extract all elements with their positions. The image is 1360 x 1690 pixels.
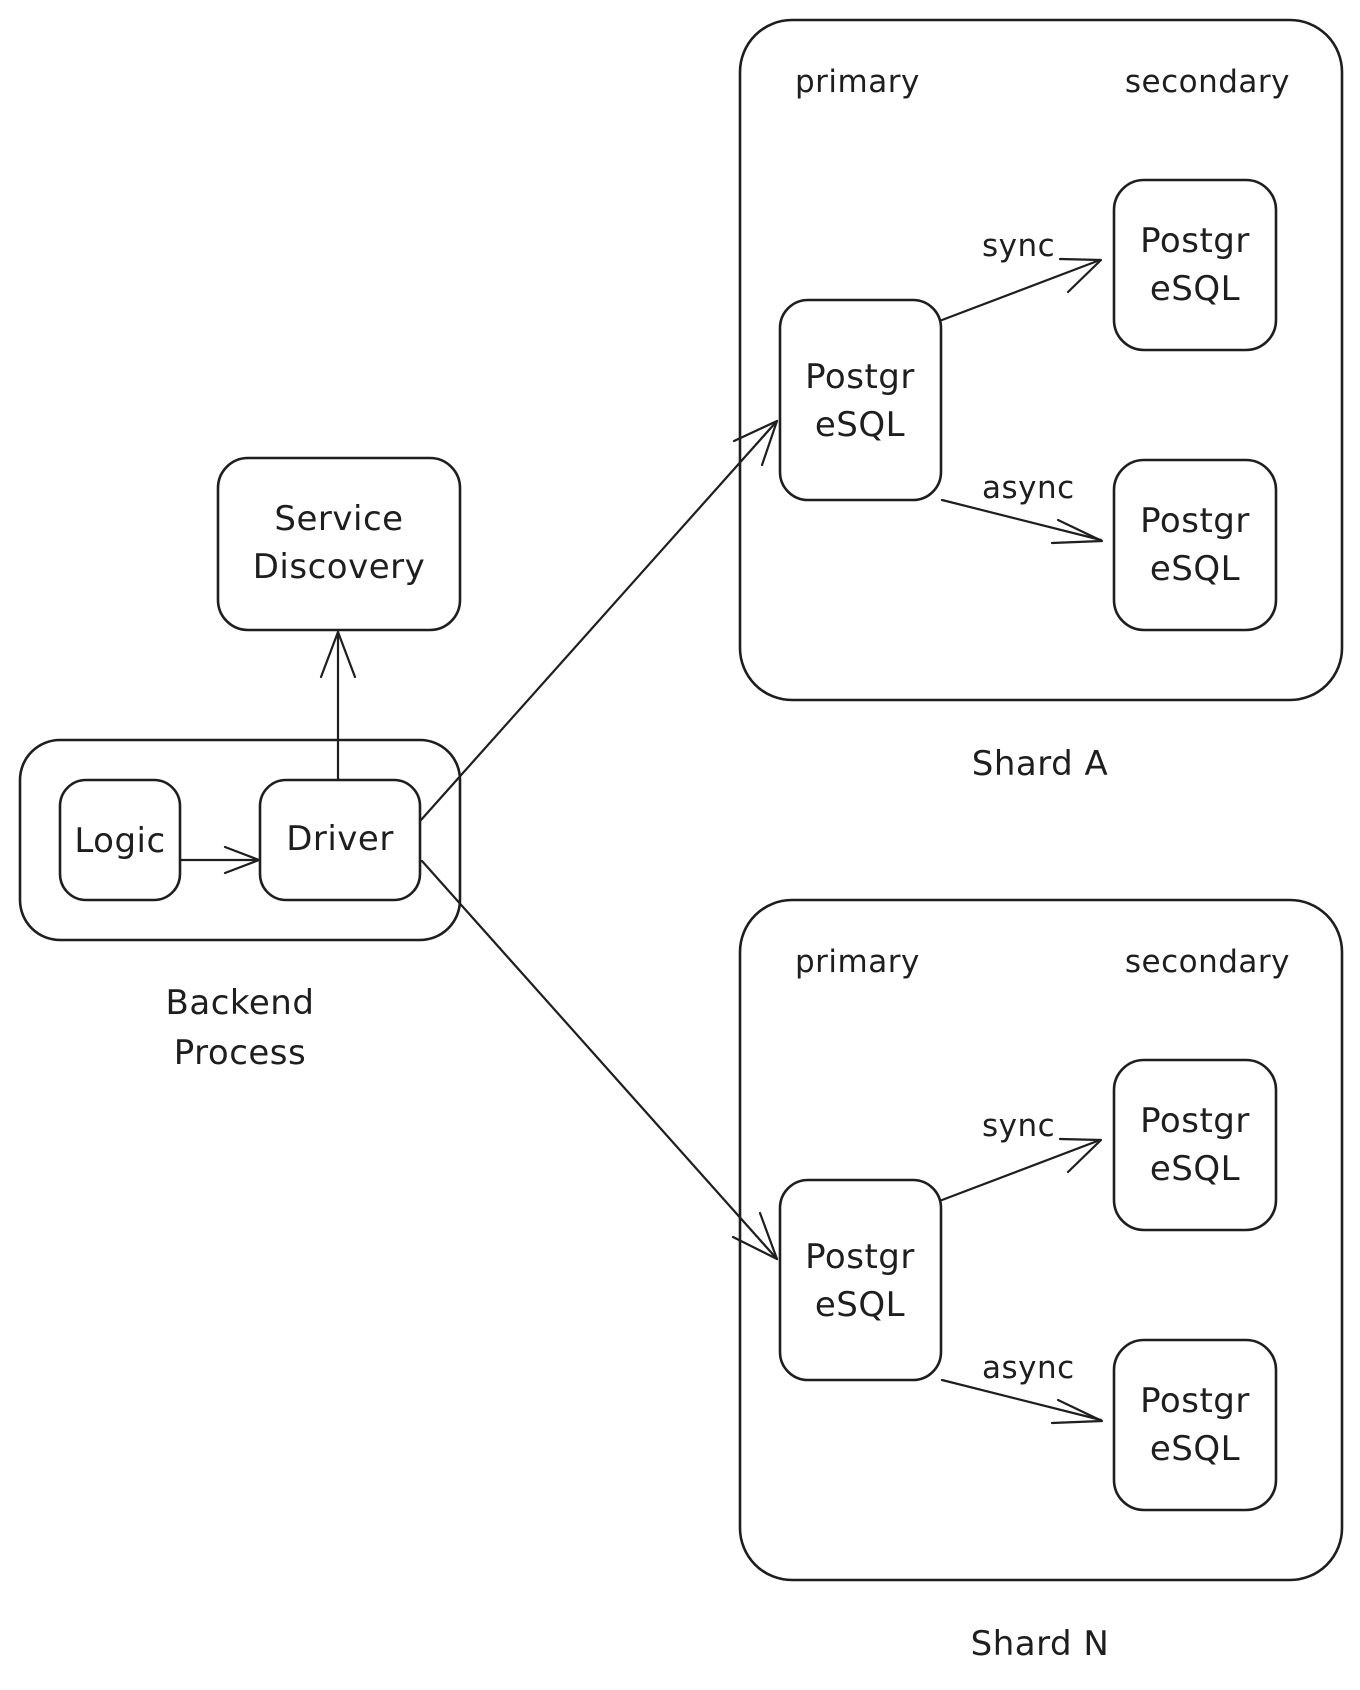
shard-container[interactable] xyxy=(738,898,1344,1582)
arrow-sync-replication: sync xyxy=(940,1108,1103,1202)
replica-db-node-async[interactable]: Postgr eSQL xyxy=(1112,1338,1278,1512)
driver-node[interactable]: Driver xyxy=(258,778,422,902)
replica-db-label-line2: eSQL xyxy=(1150,269,1240,309)
replica-db-label-line2: eSQL xyxy=(1150,1429,1240,1469)
service-discovery-node[interactable]: Service Discovery xyxy=(216,456,462,632)
replica-db-label-line2: eSQL xyxy=(1150,1149,1240,1189)
backend-process-container[interactable] xyxy=(18,738,462,942)
replica-db-label-line1: Postgr xyxy=(1140,501,1250,541)
arrow-driver-to-shard-n xyxy=(420,859,779,1261)
driver-box[interactable] xyxy=(258,778,422,902)
primary-db-label-line2: eSQL xyxy=(815,405,905,445)
primary-db-label-line1: Postgr xyxy=(805,1237,915,1277)
primary-db-box[interactable] xyxy=(778,298,943,502)
replica-db-box[interactable] xyxy=(1112,1338,1278,1512)
arrow-async-replication: async xyxy=(940,470,1104,545)
replica-db-node-sync[interactable]: Postgr eSQL xyxy=(1112,1058,1278,1232)
service-discovery-label-line2: Discovery xyxy=(253,547,425,587)
sync-label: sync xyxy=(982,228,1055,264)
arrow-driver-to-service-discovery xyxy=(319,630,357,781)
replica-db-label-line1: Postgr xyxy=(1140,1381,1250,1421)
primary-db-label-line2: eSQL xyxy=(815,1285,905,1325)
primary-heading: primary xyxy=(795,944,920,980)
replica-db-node-async[interactable]: Postgr eSQL xyxy=(1112,458,1278,632)
replica-db-label-line2: eSQL xyxy=(1150,549,1240,589)
logic-node[interactable]: Logic xyxy=(58,778,182,902)
logic-box[interactable] xyxy=(58,778,182,902)
sync-label: sync xyxy=(982,1108,1055,1144)
replica-db-box[interactable] xyxy=(1112,178,1278,352)
replica-db-box[interactable] xyxy=(1112,1058,1278,1232)
primary-db-node[interactable]: Postgr eSQL xyxy=(778,298,943,502)
replica-db-box[interactable] xyxy=(1112,458,1278,632)
primary-db-box[interactable] xyxy=(778,1178,943,1382)
primary-db-node[interactable]: Postgr eSQL xyxy=(778,1178,943,1382)
arrow-driver-to-shard-a xyxy=(419,419,779,822)
primary-heading: primary xyxy=(795,64,920,100)
arrow-sync-replication: sync xyxy=(940,228,1103,322)
async-label: async xyxy=(982,470,1075,506)
replica-db-label-line1: Postgr xyxy=(1140,1101,1250,1141)
backend-caption-line2: Process xyxy=(174,1033,306,1073)
shard-caption: Shard A xyxy=(972,744,1109,784)
service-discovery-box[interactable] xyxy=(216,456,462,632)
async-label: async xyxy=(982,1350,1075,1386)
arrow-async-replication: async xyxy=(940,1350,1104,1425)
arrow-logic-to-driver xyxy=(179,845,261,875)
backend-caption-line1: Backend xyxy=(166,983,315,1023)
service-discovery-label-line1: Service xyxy=(274,499,403,539)
shard-container[interactable] xyxy=(738,18,1344,702)
logic-label: Logic xyxy=(74,821,165,861)
replica-db-label-line1: Postgr xyxy=(1140,221,1250,261)
secondary-heading: secondary xyxy=(1125,64,1290,100)
backend-process-group: Logic Driver Backend Process xyxy=(18,738,462,1073)
replica-db-node-sync[interactable]: Postgr eSQL xyxy=(1112,178,1278,352)
driver-label: Driver xyxy=(286,819,394,859)
shard-caption: Shard N xyxy=(971,1624,1110,1664)
secondary-heading: secondary xyxy=(1125,944,1290,980)
primary-db-label-line1: Postgr xyxy=(805,357,915,397)
